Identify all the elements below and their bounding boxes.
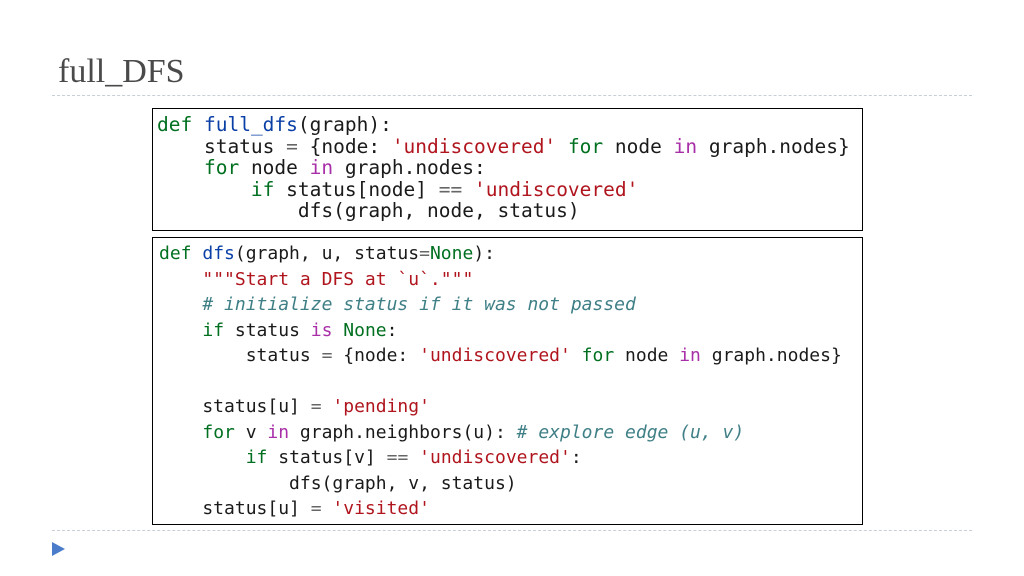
code-token: for: [567, 134, 604, 158]
code-token: status[v]: [267, 447, 387, 468]
code-token: v: [234, 421, 268, 443]
code-token: [159, 294, 202, 315]
code-token: node: [239, 156, 310, 180]
code-token: for: [202, 421, 235, 443]
code-token: def: [159, 243, 192, 264]
code-token: [332, 320, 343, 341]
code-dfs: def dfs(graph, u, status=None): """Start…: [159, 241, 862, 522]
code-token: status: [224, 319, 311, 341]
title-divider: [52, 95, 972, 96]
code-line: status = {node: 'undiscovered' for node …: [157, 135, 850, 158]
code-line: def dfs(graph, u, status=None):: [159, 243, 495, 264]
code-line: # initialize status if it was not passed: [159, 294, 636, 315]
code-block-dfs: def dfs(graph, u, status=None): """Start…: [152, 237, 863, 525]
code-line: if status is None:: [159, 320, 397, 341]
code-line: if status[v] == 'undiscovered':: [159, 447, 582, 468]
code-token: =: [310, 498, 322, 519]
code-token: [192, 243, 203, 264]
code-token: 'undiscovered': [391, 134, 557, 158]
code-token: is: [310, 319, 333, 341]
code-token: dfs: [202, 243, 235, 264]
code-token: [157, 178, 251, 201]
code-token: [571, 345, 582, 366]
code-token: dfs(graph, v, status): [159, 472, 517, 494]
code-line: """Start a DFS at `u`.""": [159, 269, 473, 290]
code-token: full_dfs: [203, 113, 298, 136]
code-token: ==: [386, 447, 409, 468]
code-token: =: [310, 396, 322, 417]
code-token: None: [429, 243, 474, 264]
code-token: in: [673, 134, 698, 158]
code-token: :: [570, 447, 582, 468]
code-token: # initialize status if it was not passed: [202, 294, 636, 315]
code-line: if status[node] == 'undiscovered': [157, 178, 638, 201]
code-token: graph.nodes}: [697, 134, 850, 158]
code-token: if: [245, 447, 268, 468]
code-line: status = {node: 'undiscovered' for node …: [159, 345, 842, 366]
code-full-dfs: def full_dfs(graph): status = {node: 'un…: [157, 114, 862, 222]
code-token: status[node]: [274, 177, 439, 201]
code-token: [157, 156, 204, 179]
code-token: """Start a DFS at `u`.""": [202, 268, 474, 290]
code-line: status[u] = 'visited': [159, 498, 430, 519]
code-token: status[u]: [159, 498, 311, 519]
code-token: [556, 135, 568, 158]
code-token: [159, 422, 202, 443]
code-token: for: [581, 345, 615, 366]
code-token: # explore edge (u, v): [516, 421, 745, 443]
code-token: node: [614, 345, 680, 366]
code-token: [462, 178, 474, 201]
code-token: (graph, u, status: [234, 243, 420, 264]
code-token: None: [343, 319, 387, 341]
code-token: ==: [438, 177, 463, 201]
code-token: [159, 447, 246, 468]
code-token: [408, 447, 419, 468]
code-line: status[u] = 'pending': [159, 396, 430, 417]
code-token: node: [603, 134, 674, 158]
code-token: =: [286, 134, 298, 158]
code-block-full-dfs: def full_dfs(graph): status = {node: 'un…: [152, 108, 863, 231]
code-token: graph.nodes}: [700, 345, 842, 366]
code-token: if: [250, 177, 275, 201]
code-line: def full_dfs(graph):: [157, 113, 392, 136]
code-token: [159, 269, 202, 290]
code-token: in: [679, 345, 701, 366]
code-token: graph.nodes:: [333, 156, 486, 180]
code-line: for v in graph.neighbors(u): # explore e…: [159, 422, 744, 443]
code-token: for: [203, 156, 240, 180]
code-token: 'visited': [332, 498, 430, 519]
code-token: def: [157, 113, 193, 136]
code-token: status: [157, 134, 287, 158]
code-token: :: [386, 319, 398, 341]
code-line: for node in graph.nodes:: [157, 156, 486, 179]
code-token: dfs(graph, node, status): [157, 199, 580, 223]
code-token: [192, 113, 204, 136]
code-token: {node:: [297, 134, 392, 158]
slide-title: full_DFS: [58, 53, 185, 90]
triangle-bullet-icon: [52, 542, 65, 556]
code-token: graph.neighbors(u):: [289, 421, 517, 443]
code-token: 'undiscovered': [419, 447, 571, 468]
code-token: [322, 396, 333, 417]
code-token: =: [321, 345, 333, 366]
code-token: (graph):: [297, 113, 392, 136]
code-token: status[u]: [159, 396, 311, 417]
code-token: 'pending': [332, 396, 430, 417]
code-token: [159, 320, 202, 341]
code-token: ):: [473, 243, 495, 264]
code-token: 'undiscovered': [474, 177, 639, 201]
code-token: [322, 498, 333, 519]
footer-divider: [52, 530, 972, 531]
code-token: if: [202, 319, 225, 341]
code-token: {node:: [332, 345, 420, 366]
code-token: =: [419, 243, 430, 264]
code-token: status: [159, 345, 322, 366]
code-line: dfs(graph, v, status): [159, 473, 517, 494]
code-token: in: [309, 156, 334, 180]
code-token: in: [267, 421, 290, 443]
code-token: 'undiscovered': [419, 345, 571, 366]
code-line: dfs(graph, node, status): [157, 199, 580, 222]
